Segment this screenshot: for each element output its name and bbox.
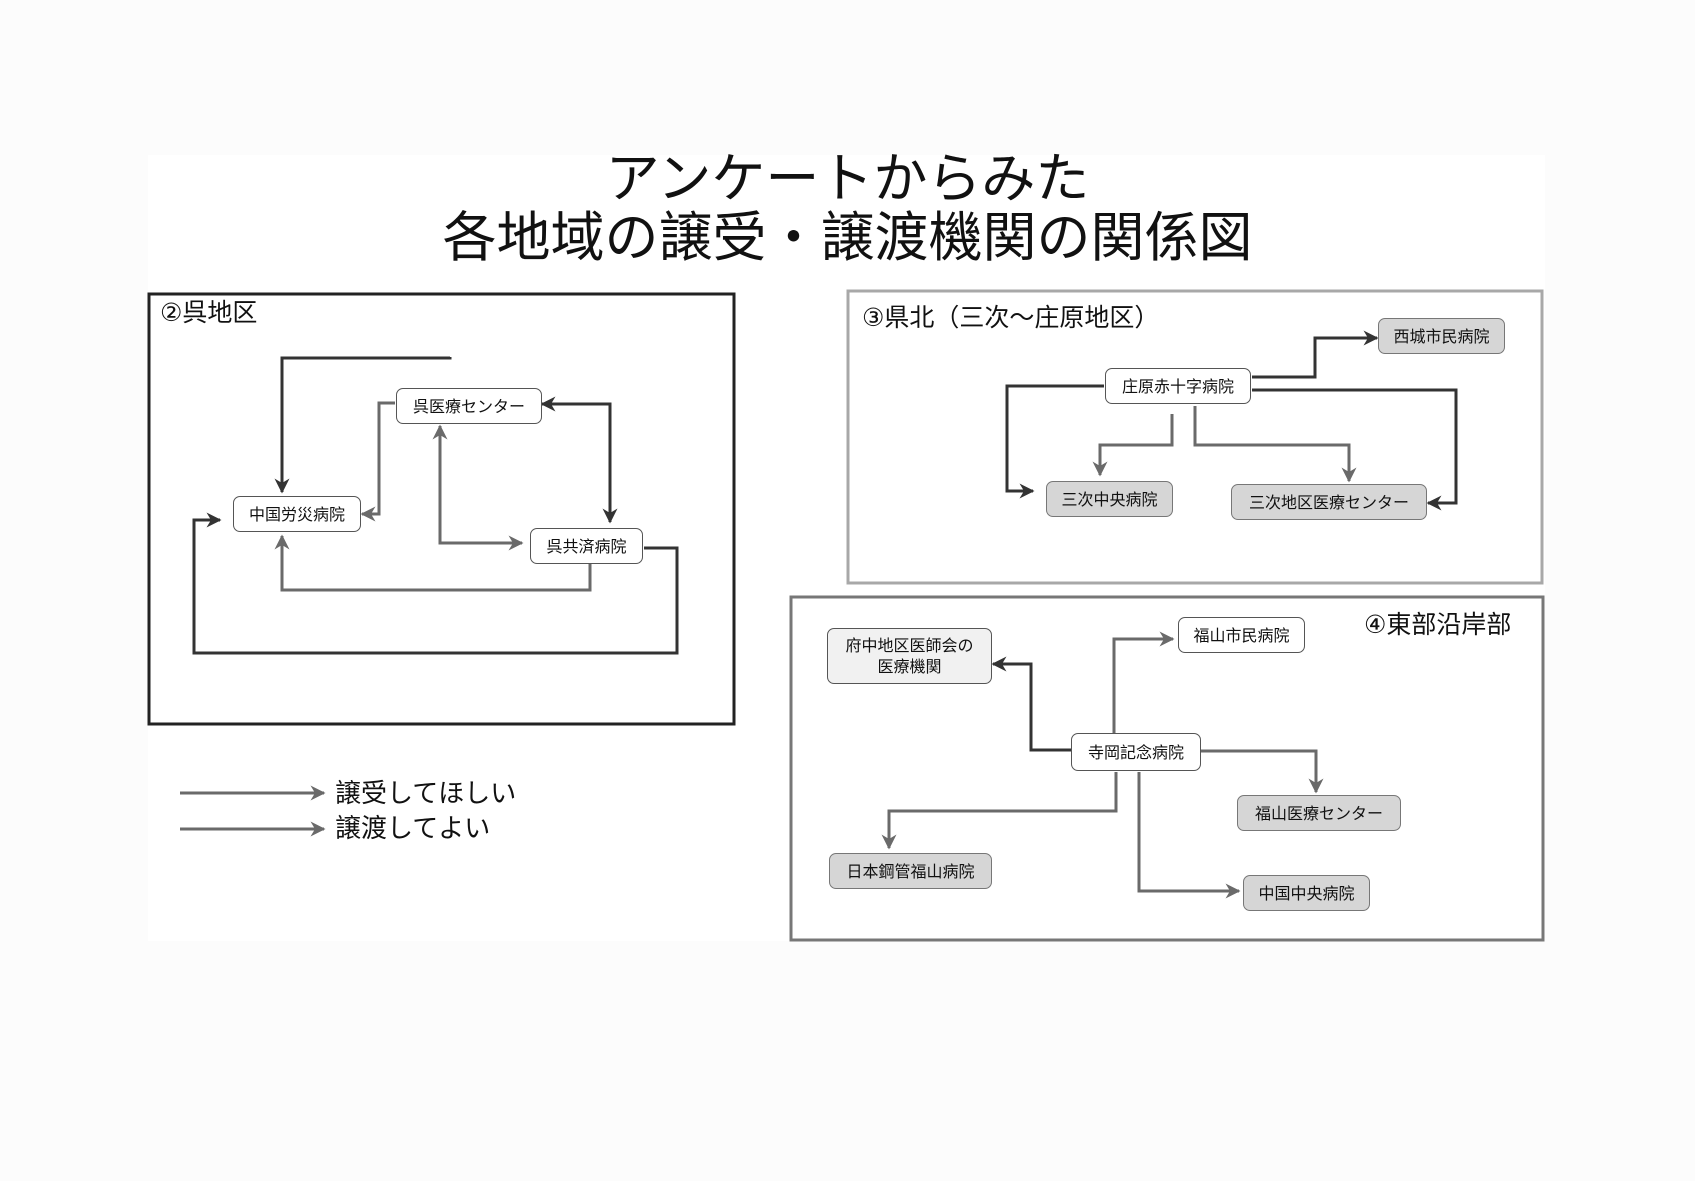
arrow-teraoka-to-fukuyama-city — [1112, 631, 1175, 734]
node-shobara-red-cross: 庄原赤十字病院 — [1105, 368, 1251, 404]
arrow-teraoka-to-fuchu — [991, 656, 1071, 752]
arrow-kure-kyosai-to-rosai-outer — [192, 512, 679, 655]
diagram-title-line2: 各地域の譲受・譲渡機関の関係図 — [442, 206, 1253, 269]
node-teraoka: 寺岡記念病院 — [1071, 733, 1201, 771]
node-kure-kyosai: 呉共済病院 — [530, 528, 643, 564]
node-fuchu-line2: 医療機関 — [877, 657, 942, 676]
arrow-shobara-to-miyoshi-district-outer — [1252, 388, 1458, 511]
node-fukuyama-medical: 福山医療センター — [1237, 795, 1401, 831]
node-chugoku-chuo: 中国中央病院 — [1243, 875, 1370, 911]
arrow-kure-center-kyosai-both — [540, 396, 618, 524]
node-kure-medical-center: 呉医療センター — [396, 388, 542, 424]
node-miyoshi-chuo: 三次中央病院 — [1046, 481, 1173, 517]
node-fuchu-line1: 府中地区医師会の — [845, 636, 974, 655]
legend-transfer-label: 譲渡してよい — [335, 814, 491, 844]
node-nippon-kokan: 日本鋼管福山病院 — [829, 853, 992, 889]
node-fuchu-medical: 府中地区医師会の 医療機関 — [827, 628, 992, 684]
legend-receive-label: 譲受してほしい — [335, 779, 517, 809]
panel-tobu-frame — [789, 595, 1545, 942]
arrow-shobara-to-saijo — [1252, 330, 1379, 379]
diagram-title-line1: アンケートからみた — [605, 147, 1090, 210]
panel-kure-frame — [147, 292, 736, 726]
arrow-teraoka-to-nippon-kokan — [881, 772, 1118, 850]
arrow-shobara-to-miyoshi-chuo-outer — [1005, 384, 1104, 499]
panel-kenpoku-label: ③県北（三次～庄原地区） — [862, 303, 1160, 332]
panel-kenpoku-frame — [846, 289, 1544, 585]
arrow-shobara-to-miyoshi-district-inner — [1193, 406, 1357, 483]
arrow-kure-center-kyosai-mid — [432, 424, 524, 551]
arrow-kure-center-to-rosai-top — [274, 356, 452, 494]
panel-tobu-label: ④東部沿岸部 — [1364, 610, 1512, 639]
panel-kure-label: ②呉地区 — [160, 298, 258, 327]
node-miyoshi-district: 三次地区医療センター — [1231, 484, 1427, 520]
arrow-shobara-to-miyoshi-chuo-inner — [1092, 414, 1174, 477]
node-fukuyama-city: 福山市民病院 — [1178, 617, 1305, 653]
arrow-teraoka-to-chugoku-chuo — [1137, 772, 1241, 899]
node-saijo-city: 西城市民病院 — [1378, 318, 1505, 354]
node-chugoku-rosai: 中国労災病院 — [233, 496, 361, 532]
arrow-teraoka-to-fukuyama-medical — [1201, 749, 1324, 794]
arrow-kure-kyosai-to-rosai-bottom — [274, 534, 592, 592]
arrow-kure-center-to-rosai-side — [360, 401, 395, 522]
